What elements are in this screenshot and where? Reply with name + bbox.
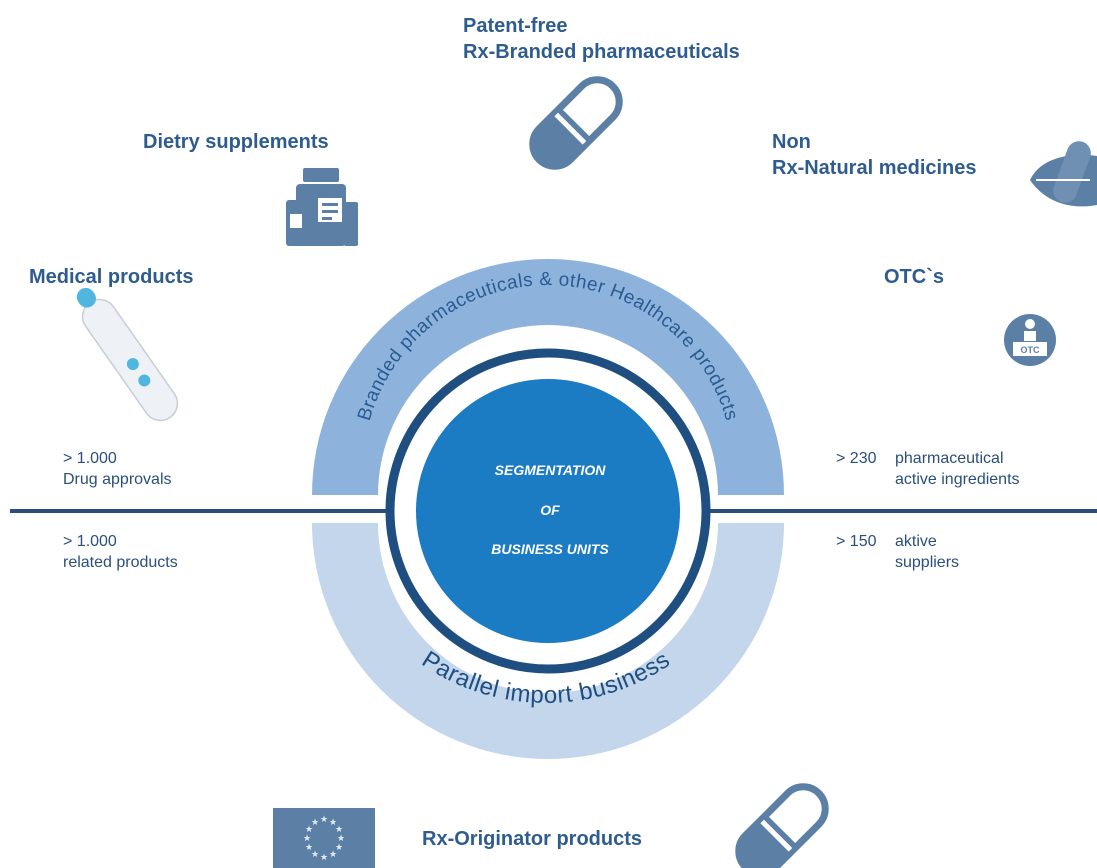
stat-active-ingredients-number: > 230 <box>836 450 877 467</box>
lower-arc-band <box>312 523 784 759</box>
eu-flag-icon: ★ ★ ★ ★ ★ ★ ★ ★ ★ ★ ★ ★ <box>273 808 375 868</box>
stat-related-products: > 1.000 related products <box>63 531 178 573</box>
label-patent-free: Patent-free Rx-Branded pharmaceuticals <box>463 13 740 65</box>
stat-related-products-number: > 1.000 <box>63 533 117 550</box>
label-rx-originator: Rx-Originator products <box>422 828 643 850</box>
stat-suppliers: aktive suppliers <box>895 531 959 573</box>
stat-suppliers-line1: aktive <box>895 533 937 550</box>
stat-drug-approvals: > 1.000 Drug approvals <box>63 448 172 490</box>
stat-suppliers-line2: suppliers <box>895 554 960 571</box>
stat-active-ingredients-line1: pharmaceutical <box>895 450 1004 467</box>
stat-suppliers-number: > 150 <box>836 533 877 550</box>
svg-text:★: ★ <box>329 850 337 860</box>
label-dietry-supplements: Dietry supplements <box>143 131 329 153</box>
svg-text:★: ★ <box>320 853 328 863</box>
stat-active-ingredients-line2: active ingredients <box>895 471 1020 488</box>
capsule-icon <box>529 76 623 170</box>
svg-text:★: ★ <box>337 834 345 844</box>
stat-drug-approvals-text: Drug approvals <box>63 471 172 488</box>
stat-active-ingredients: pharmaceutical active ingredients <box>895 448 1020 490</box>
medical-device-icon <box>76 287 179 422</box>
otc-badge-text: OTC <box>1021 345 1040 355</box>
center-title-line2: OF <box>540 502 560 518</box>
svg-text:★: ★ <box>335 843 343 853</box>
bottles-icon <box>286 168 358 246</box>
svg-text:★: ★ <box>311 818 319 828</box>
svg-text:★: ★ <box>305 825 313 835</box>
upper-arc-band <box>312 259 784 495</box>
svg-text:★: ★ <box>335 825 343 835</box>
capsule-icon-bottom <box>735 783 829 868</box>
label-otcs: OTC`s <box>884 266 944 288</box>
svg-text:★: ★ <box>303 834 311 844</box>
stat-related-products-text: related products <box>63 554 178 571</box>
svg-text:★: ★ <box>320 815 328 825</box>
center-title-line3: BUSINESS UNITS <box>491 541 609 557</box>
center-title-line1: SEGMENTATION <box>494 462 606 478</box>
svg-text:★: ★ <box>311 850 319 860</box>
svg-text:★: ★ <box>305 843 313 853</box>
otc-counter-icon: OTC <box>1004 314 1056 366</box>
label-natural-medicines: Non Rx-Natural medicines <box>772 129 977 181</box>
label-patent-free-line2: Rx-Branded pharmaceuticals <box>463 41 740 63</box>
label-natural-line1: Non <box>772 131 811 153</box>
stat-drug-approvals-number: > 1.000 <box>63 450 117 467</box>
svg-text:★: ★ <box>329 818 337 828</box>
leaf-capsule-icon <box>1030 141 1097 207</box>
center-disk <box>416 379 680 643</box>
label-patent-free-line1: Patent-free <box>463 15 568 37</box>
label-medical-products: Medical products <box>29 266 194 288</box>
label-natural-line2: Rx-Natural medicines <box>772 157 977 179</box>
